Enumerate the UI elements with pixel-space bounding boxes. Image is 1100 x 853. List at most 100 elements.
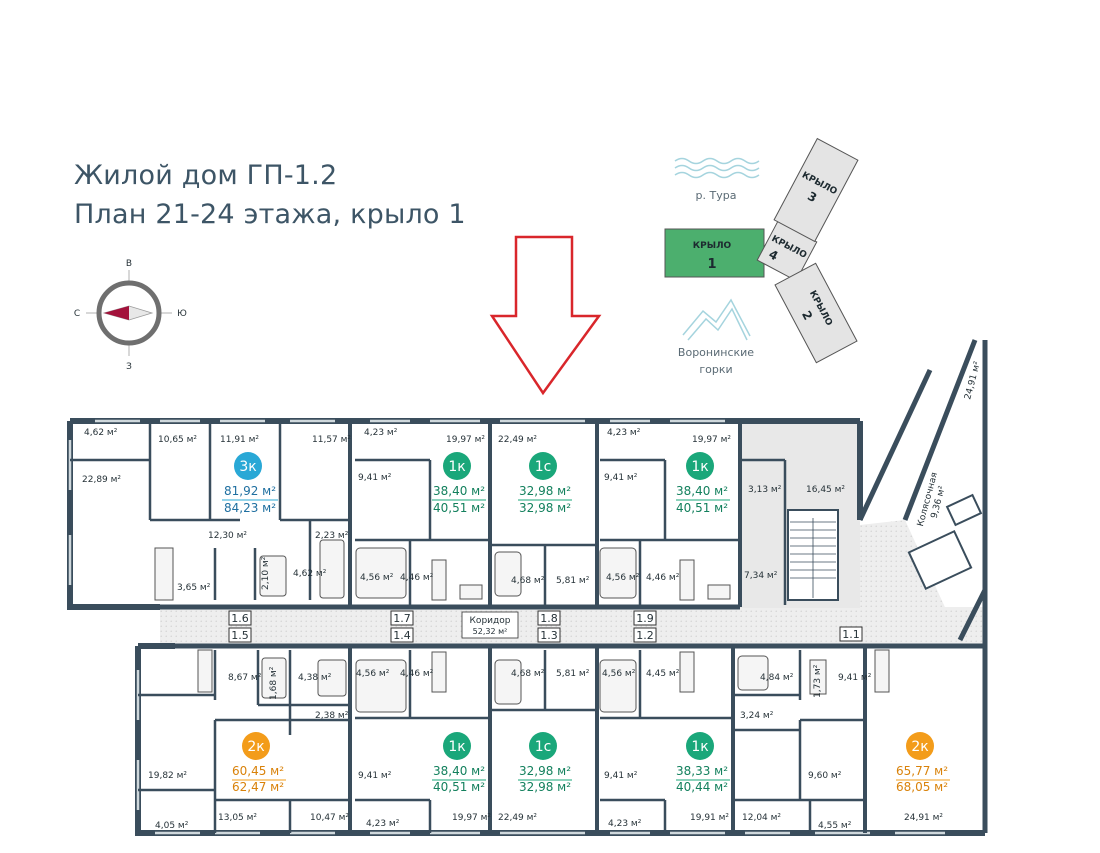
room-area: 3,65 м² — [177, 583, 211, 593]
apartment-total: 32,98 м² — [519, 501, 571, 515]
exit-1-6: 1.6 — [231, 612, 249, 625]
apartment-area: 32,98 м² — [519, 484, 571, 498]
room-area: 4,62 м² — [84, 428, 118, 438]
room-area: 9,41 м² — [604, 771, 638, 781]
compass-needle-icon — [104, 306, 129, 320]
room-area: 11,57 м² — [312, 435, 351, 445]
apartment-total: 40,51 м² — [676, 501, 728, 515]
room-area: 4,68 м² — [511, 576, 545, 586]
apartment-type: 2к — [911, 739, 928, 755]
exit-1-5: 1.5 — [231, 629, 249, 642]
compass-north: В — [126, 259, 132, 269]
apartment-type: 1к — [448, 459, 465, 475]
apartment-area: 60,45 м² — [232, 764, 284, 778]
down-arrow-icon — [489, 235, 602, 396]
room-area: 10,47 м² — [310, 813, 349, 823]
room-area: 4,56 м² — [606, 573, 640, 583]
room-area: 19,82 м² — [148, 771, 187, 781]
compass-east: Ю — [177, 309, 187, 319]
exit-1-1: 1.1 — [842, 628, 860, 641]
apartment-1k-top-2[interactable]: 1к 38,40 м² 40,51 м² — [676, 452, 730, 515]
apartment-1s-bottom[interactable]: 1с 32,98 м² 32,98 м² — [518, 732, 572, 794]
room-area: 4,56 м² — [602, 669, 636, 679]
apartment-area: 65,77 м² — [896, 764, 948, 778]
apartment-type: 1к — [691, 739, 708, 755]
exit-1-2: 1.2 — [636, 629, 654, 642]
apartment-type: 1с — [535, 459, 552, 475]
apartment-total: 40,51 м² — [433, 501, 485, 515]
wing-1-label: КРЫЛО — [693, 241, 732, 251]
room-area: 12,04 м² — [742, 813, 781, 823]
river-waves-icon — [674, 157, 760, 179]
floor-plan-drawing — [67, 339, 988, 836]
room-area: 4,46 м² — [400, 573, 434, 583]
room-areas-top: 4,62 м² 10,65 м² 11,91 м² 11,57 м² 22,89… — [82, 360, 983, 593]
room-area: 1,73 м² — [813, 664, 823, 698]
apartment-3k-top[interactable]: 3к 81,92 м² 84,23 м² — [222, 452, 278, 515]
room-area: 19,97 м² — [452, 813, 491, 823]
room-area: 4,62 м² — [293, 569, 327, 579]
exit-1-3: 1.3 — [540, 629, 558, 642]
room-area: 2,10 м² — [261, 556, 271, 590]
apartment-1s-top[interactable]: 1с 32,98 м² 32,98 м² — [518, 452, 572, 515]
room-area: 4,55 м² — [818, 821, 852, 831]
hills-label-1: Воронинские — [678, 346, 754, 359]
room-area: 4,23 м² — [364, 428, 398, 438]
apartment-type: 3к — [239, 459, 256, 475]
exit-1-4: 1.4 — [393, 629, 411, 642]
apartment-total: 84,23 м² — [224, 501, 276, 515]
room-area: 4,84 м² — [760, 673, 794, 683]
room-area: 7,34 м² — [744, 571, 778, 581]
exit-1-9: 1.9 — [636, 612, 654, 625]
wing-1-number: 1 — [707, 257, 716, 272]
building-title: Жилой дом ГП-1.2 — [74, 160, 338, 191]
room-area: 22,49 м² — [498, 435, 537, 445]
wing-3-block[interactable] — [773, 137, 859, 243]
room-area: 11,91 м² — [220, 435, 259, 445]
room-areas-bottom: 8,67 м² 1,68 м² 4,38 м² 2,38 м² 19,82 м²… — [148, 664, 943, 831]
apartment-area: 32,98 м² — [519, 764, 571, 778]
apartment-area: 38,33 м² — [676, 764, 728, 778]
apartment-total: 68,05 м² — [896, 780, 948, 794]
room-area: 4,46 м² — [646, 573, 680, 583]
room-area: 9,41 м² — [604, 473, 638, 483]
room-area: 4,45 м² — [646, 669, 680, 679]
wing-2-block[interactable] — [774, 262, 858, 364]
apartment-total: 32,98 м² — [519, 780, 571, 794]
apartment-2k-bottom-2[interactable]: 2к 65,77 м² 68,05 м² — [896, 732, 950, 794]
site-map: р. Тура Воронинские горки КРЫЛО 1 КРЫЛО … — [664, 137, 859, 376]
room-area: 4,56 м² — [356, 669, 390, 679]
apartment-total: 40,44 м² — [676, 780, 728, 794]
room-area: 4,23 м² — [607, 428, 641, 438]
apartment-area: 81,92 м² — [224, 484, 276, 498]
wing-1-block[interactable] — [664, 228, 765, 278]
exit-1-7: 1.7 — [393, 612, 411, 625]
apartment-1k-bottom-1[interactable]: 1к 38,40 м² 40,51 м² — [432, 732, 486, 794]
room-area: 4,23 м² — [366, 819, 400, 829]
apartment-2k-bottom-1[interactable]: 2к 60,45 м² 62,47 м² — [232, 732, 286, 794]
room-area: 9,60 м² — [808, 771, 842, 781]
room-area: 4,23 м² — [608, 819, 642, 829]
corridor-area-label: 52,32 м² — [473, 627, 508, 636]
compass-west: С — [74, 309, 80, 319]
room-area: 8,67 м² — [228, 673, 262, 683]
room-area: 13,05 м² — [218, 813, 257, 823]
room-area: 9,41 м² — [358, 771, 392, 781]
room-area: 2,38 м² — [315, 711, 349, 721]
room-area: 22,89 м² — [82, 475, 121, 485]
apartment-total: 62,47 м² — [232, 780, 284, 794]
apartment-1k-top-1[interactable]: 1к 38,40 м² 40,51 м² — [432, 452, 486, 515]
apartment-area: 38,40 м² — [433, 484, 485, 498]
room-area: 19,97 м² — [692, 435, 731, 445]
plan-subtitle: План 21-24 этажа, крыло 1 — [74, 199, 466, 230]
room-area: 16,45 м² — [806, 485, 845, 495]
room-area: 22,49 м² — [498, 813, 537, 823]
apartment-type: 1к — [448, 739, 465, 755]
room-area: 3,13 м² — [748, 485, 782, 495]
hills-icon — [682, 298, 751, 341]
apartment-total: 40,51 м² — [433, 780, 485, 794]
room-area: 19,97 м² — [446, 435, 485, 445]
apartment-1k-bottom-2[interactable]: 1к 38,33 м² 40,44 м² — [676, 732, 730, 794]
river-label: р. Тура — [696, 189, 737, 202]
